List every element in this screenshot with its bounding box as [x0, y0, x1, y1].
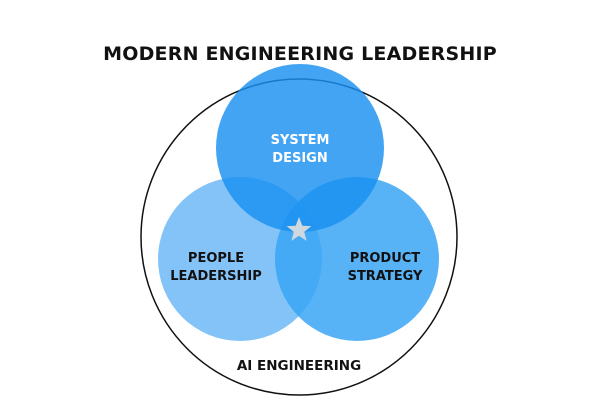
label-people-leadership-line1: PEOPLE — [188, 251, 244, 266]
venn-circles — [158, 64, 439, 341]
label-ai-engineering: AI ENGINEERING — [237, 358, 361, 374]
label-product-strategy-line2: STRATEGY — [348, 269, 423, 284]
diagram-title: MODERN ENGINEERING LEADERSHIP — [103, 43, 497, 65]
label-product-strategy-line1: PRODUCT — [350, 251, 420, 266]
label-system-design-line2: DESIGN — [272, 151, 327, 166]
label-system-design-line1: SYSTEM — [271, 133, 330, 148]
circle-system-design — [216, 64, 384, 232]
label-people-leadership-line2: LEADERSHIP — [170, 269, 262, 284]
star-icon — [286, 217, 312, 241]
outer-label-background — [234, 354, 366, 376]
